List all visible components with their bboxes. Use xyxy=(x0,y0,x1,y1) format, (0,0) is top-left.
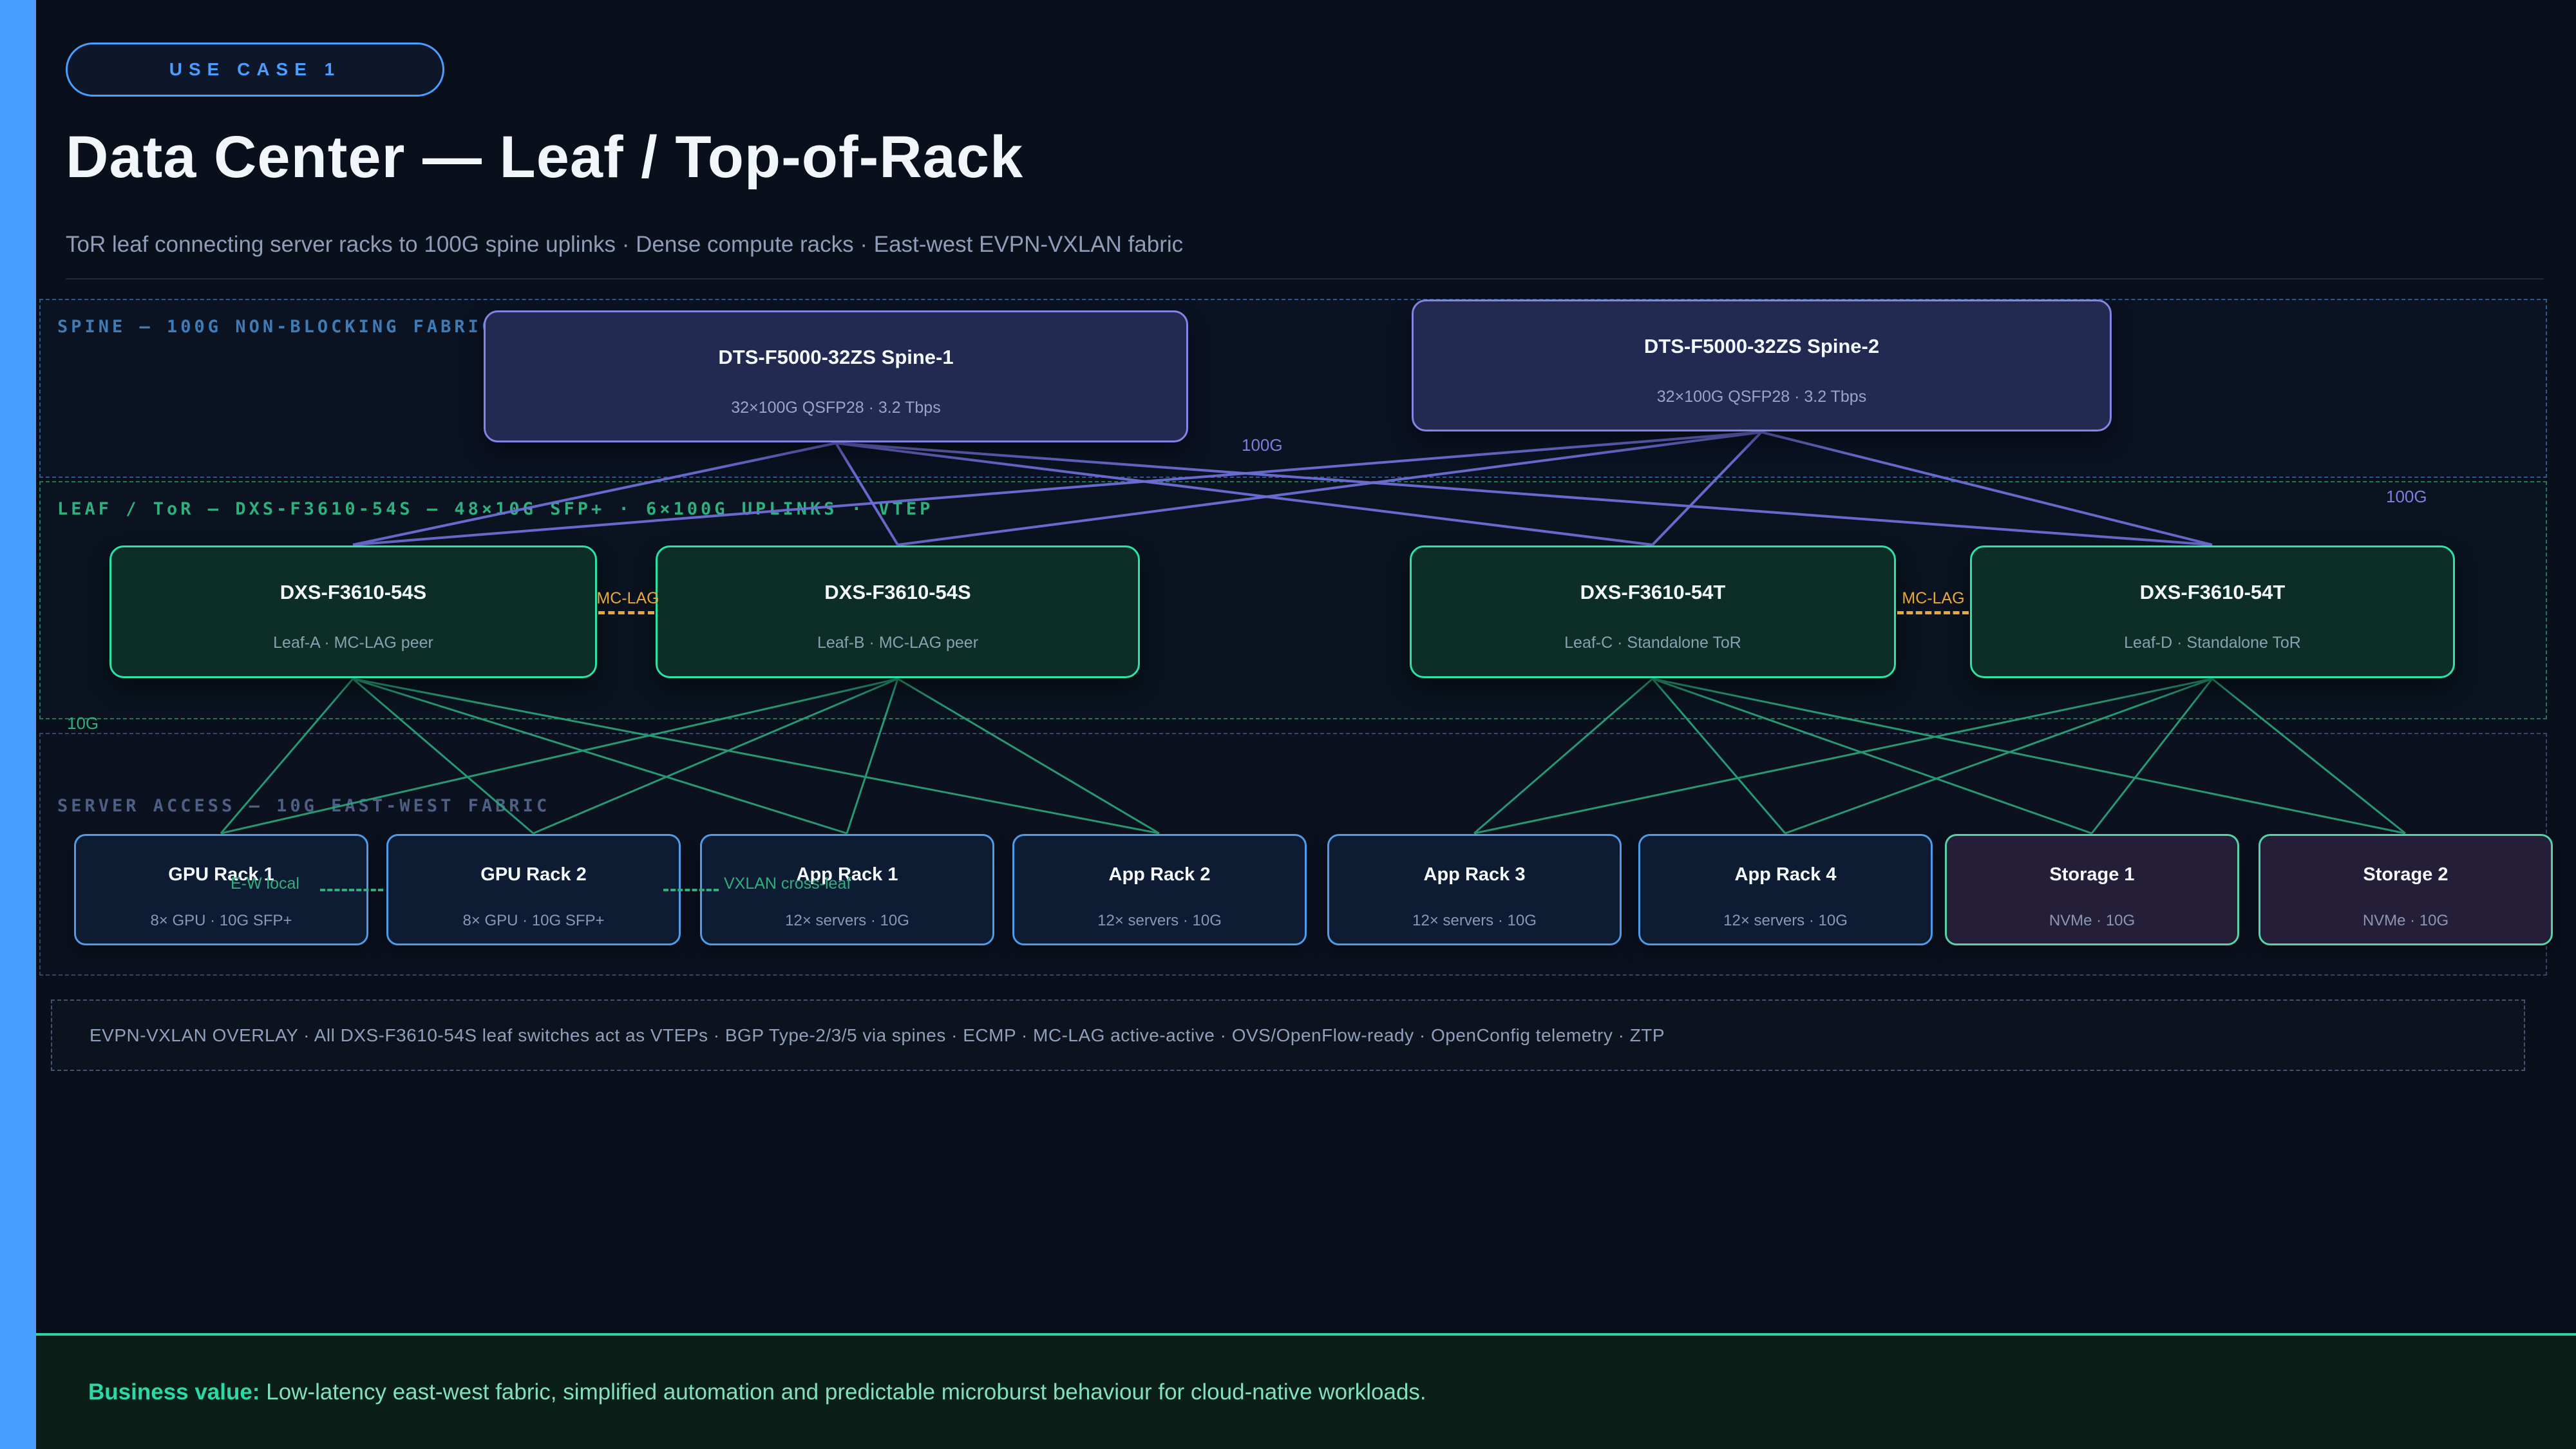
spine-1-node: DTS-F5000-32ZS Spine-1 32×100G QSFP28 · … xyxy=(484,310,1188,442)
leaf-b-title: DXS-F3610-54S xyxy=(824,581,971,603)
rack-storage-2: Storage 2 NVMe · 10G xyxy=(2259,834,2553,945)
business-value-text: Business value: Low-latency east-west fa… xyxy=(88,1379,1426,1405)
business-value-footer: Business value: Low-latency east-west fa… xyxy=(0,1333,2576,1449)
server-section-label: SERVER ACCESS — 10G EAST-WEST FABRIC xyxy=(57,796,551,816)
rack-app-4-subtitle: 12× servers · 10G xyxy=(1723,912,1848,929)
rack-app-2-subtitle: 12× servers · 10G xyxy=(1097,912,1222,929)
spine2-uplinks xyxy=(352,431,2213,546)
left-accent-bar xyxy=(0,0,36,1449)
east-west-local-annotation: E-W local xyxy=(231,875,299,893)
rack-app-3: App Rack 3 12× servers · 10G xyxy=(1327,834,1622,945)
leaf-uplink-speed-label: 100G xyxy=(2386,487,2427,506)
use-case-badge: USE CASE 1 xyxy=(66,43,444,97)
spine-1-subtitle: 32×100G QSFP28 · 3.2 Tbps xyxy=(731,399,941,417)
leaf-b-subtitle: Leaf-B · MC-LAG peer xyxy=(817,634,979,652)
header-divider xyxy=(66,278,2544,279)
leaf-c-node: DXS-F3610-54T Leaf-C · Standalone ToR xyxy=(1410,545,1896,678)
rack-gpu-2-title: GPU Rack 2 xyxy=(480,864,587,885)
mclag-cd-link xyxy=(1897,611,1969,614)
rack-app-4-title: App Rack 4 xyxy=(1734,864,1837,885)
mclag-ab-link xyxy=(598,611,654,614)
page-title: Data Center — Leaf / Top-of-Rack xyxy=(66,124,1024,190)
east-west-local-link xyxy=(320,889,383,891)
vxlan-cross-leaf-annotation: VXLAN cross-leaf xyxy=(724,875,851,893)
overlay-feature-text: EVPN-VXLAN OVERLAY · All DXS-F3610-54S l… xyxy=(90,1025,1665,1045)
rack-app-1: App Rack 1 12× servers · 10G xyxy=(700,834,994,945)
rack-storage-1-title: Storage 1 xyxy=(2049,864,2135,885)
rack-app-1-subtitle: 12× servers · 10G xyxy=(785,912,909,929)
spine-uplink-speed-label: 100G xyxy=(1242,435,1283,455)
leaf-a-node: DXS-F3610-54S Leaf-A · MC-LAG peer xyxy=(109,545,597,678)
spine-1-title: DTS-F5000-32ZS Spine-1 xyxy=(718,346,954,368)
leaf-ab-access-links xyxy=(220,677,1160,835)
leaf-section-frame: LEAF / ToR — DXS-F3610-54S — 48×10G SFP+… xyxy=(39,481,2547,719)
rack-gpu-2: GPU Rack 2 8× GPU · 10G SFP+ xyxy=(386,834,681,945)
rack-storage-2-title: Storage 2 xyxy=(2363,864,2448,885)
leaf-c-subtitle: Leaf-C · Standalone ToR xyxy=(1564,634,1741,652)
business-value-label: Business value: xyxy=(88,1379,260,1405)
rack-app-1-title: App Rack 1 xyxy=(796,864,898,885)
leaf-a-subtitle: Leaf-A · MC-LAG peer xyxy=(273,634,433,652)
spine1-uplinks xyxy=(352,442,2213,546)
rack-app-2: App Rack 2 12× servers · 10G xyxy=(1012,834,1307,945)
use-case-badge-label: USE CASE 1 xyxy=(169,59,341,79)
rack-gpu-1-title: GPU Rack 1 xyxy=(168,864,274,885)
rack-gpu-1-subtitle: 8× GPU · 10G SFP+ xyxy=(150,912,292,929)
leaf-cd-access-links xyxy=(1473,677,2406,835)
rack-gpu-2-subtitle: 8× GPU · 10G SFP+ xyxy=(462,912,605,929)
rack-storage-2-subtitle: NVMe · 10G xyxy=(2362,912,2449,929)
leaf-d-node: DXS-F3610-54T Leaf-D · Standalone ToR xyxy=(1970,545,2455,678)
mclag-ab-label: MC-LAG xyxy=(596,589,659,607)
spine-2-node: DTS-F5000-32ZS Spine-2 32×100G QSFP28 · … xyxy=(1412,299,2112,431)
business-value-body: Low-latency east-west fabric, simplified… xyxy=(260,1379,1426,1405)
spine-2-title: DTS-F5000-32ZS Spine-2 xyxy=(1643,335,1880,357)
rack-storage-1: Storage 1 NVMe · 10G xyxy=(1945,834,2239,945)
server-section-frame: SERVER ACCESS — 10G EAST-WEST FABRIC xyxy=(39,733,2547,976)
rack-gpu-1: GPU Rack 1 8× GPU · 10G SFP+ xyxy=(74,834,368,945)
vxlan-cross-leaf-link xyxy=(663,889,719,891)
page-subtitle: ToR leaf connecting server racks to 100G… xyxy=(66,232,1184,257)
spine-section-label: SPINE — 100G NON-BLOCKING FABRIC xyxy=(57,317,496,337)
rack-app-3-subtitle: 12× servers · 10G xyxy=(1412,912,1537,929)
spine-2-subtitle: 32×100G QSFP28 · 3.2 Tbps xyxy=(1656,388,1867,406)
leaf-a-title: DXS-F3610-54S xyxy=(279,581,427,603)
rack-app-2-title: App Rack 2 xyxy=(1108,864,1211,885)
mclag-cd-label: MC-LAG xyxy=(1902,589,1965,607)
rack-app-3-title: App Rack 3 xyxy=(1423,864,1526,885)
leaf-b-node: DXS-F3610-54S Leaf-B · MC-LAG peer xyxy=(656,545,1140,678)
rack-storage-1-subtitle: NVMe · 10G xyxy=(2049,912,2136,929)
leaf-c-title: DXS-F3610-54T xyxy=(1580,581,1726,603)
leaf-d-title: DXS-F3610-54T xyxy=(2139,581,2286,603)
overlay-feature-strip: EVPN-VXLAN OVERLAY · All DXS-F3610-54S l… xyxy=(51,999,2525,1071)
rack-app-4: App Rack 4 12× servers · 10G xyxy=(1638,834,1933,945)
access-speed-label: 10G xyxy=(67,714,99,733)
leaf-d-subtitle: Leaf-D · Standalone ToR xyxy=(2124,634,2301,652)
